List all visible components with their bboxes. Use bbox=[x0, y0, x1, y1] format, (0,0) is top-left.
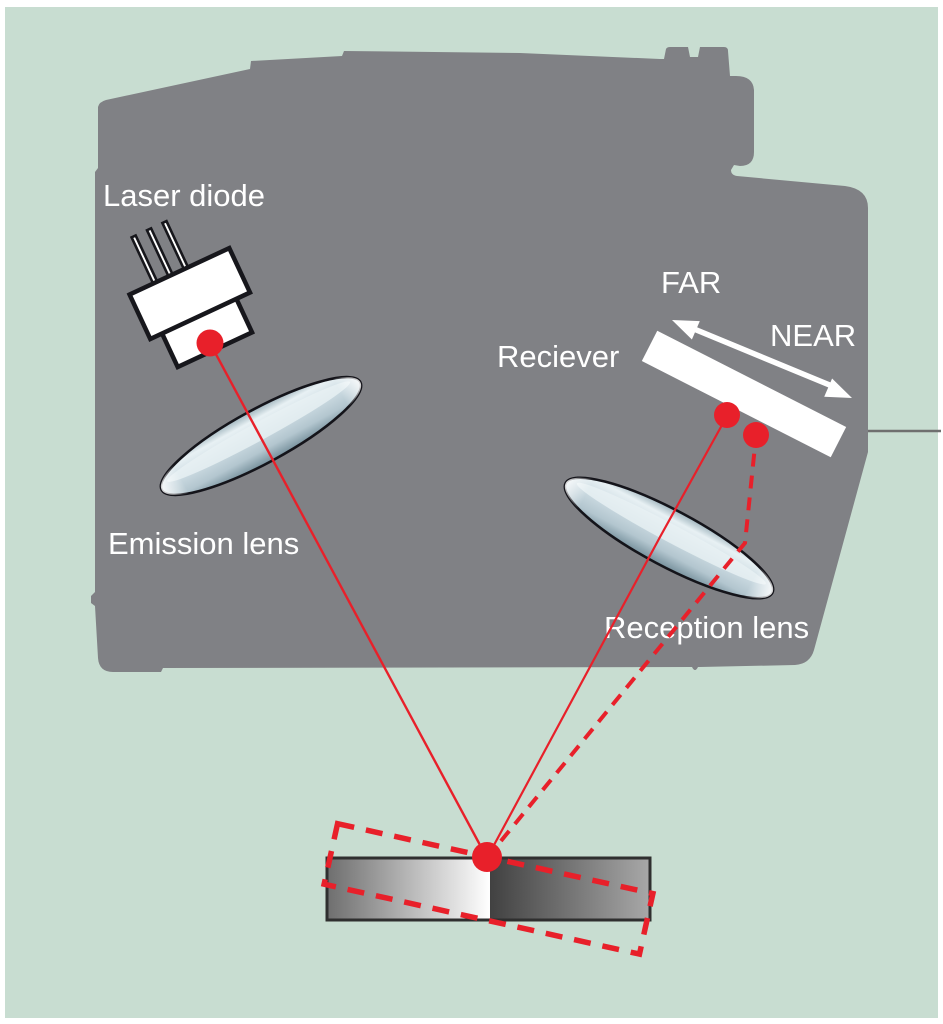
far-label: FAR bbox=[661, 265, 721, 300]
laser-emission-spot-dot bbox=[196, 329, 224, 357]
target-object bbox=[325, 856, 652, 922]
arrow-head-near bbox=[824, 378, 852, 398]
reflected-beam-dashed bbox=[485, 435, 758, 860]
receiver-spot-far-dot bbox=[714, 402, 740, 428]
arrow-head-far bbox=[672, 320, 700, 340]
reception-lens-icon bbox=[563, 476, 775, 600]
laser-diode-flange bbox=[126, 245, 253, 342]
receiver-spot-near-dot bbox=[743, 422, 769, 448]
reflected-beam-solid bbox=[486, 415, 728, 859]
emission-beam bbox=[209, 344, 489, 859]
reception-lens-tip-sheen bbox=[564, 477, 774, 599]
target-spot-dot bbox=[472, 842, 502, 872]
emission-lens-label: Emission lens bbox=[108, 526, 299, 561]
far-near-arrow-icon bbox=[672, 320, 852, 398]
receiver-element bbox=[641, 330, 847, 458]
laser-diode-label: Laser diode bbox=[103, 178, 265, 213]
near-label: NEAR bbox=[770, 318, 856, 353]
reception-lens-label: Reception lens bbox=[604, 610, 809, 645]
arrow-shaft bbox=[691, 326, 833, 389]
receiver-label: Reciever bbox=[497, 339, 619, 374]
